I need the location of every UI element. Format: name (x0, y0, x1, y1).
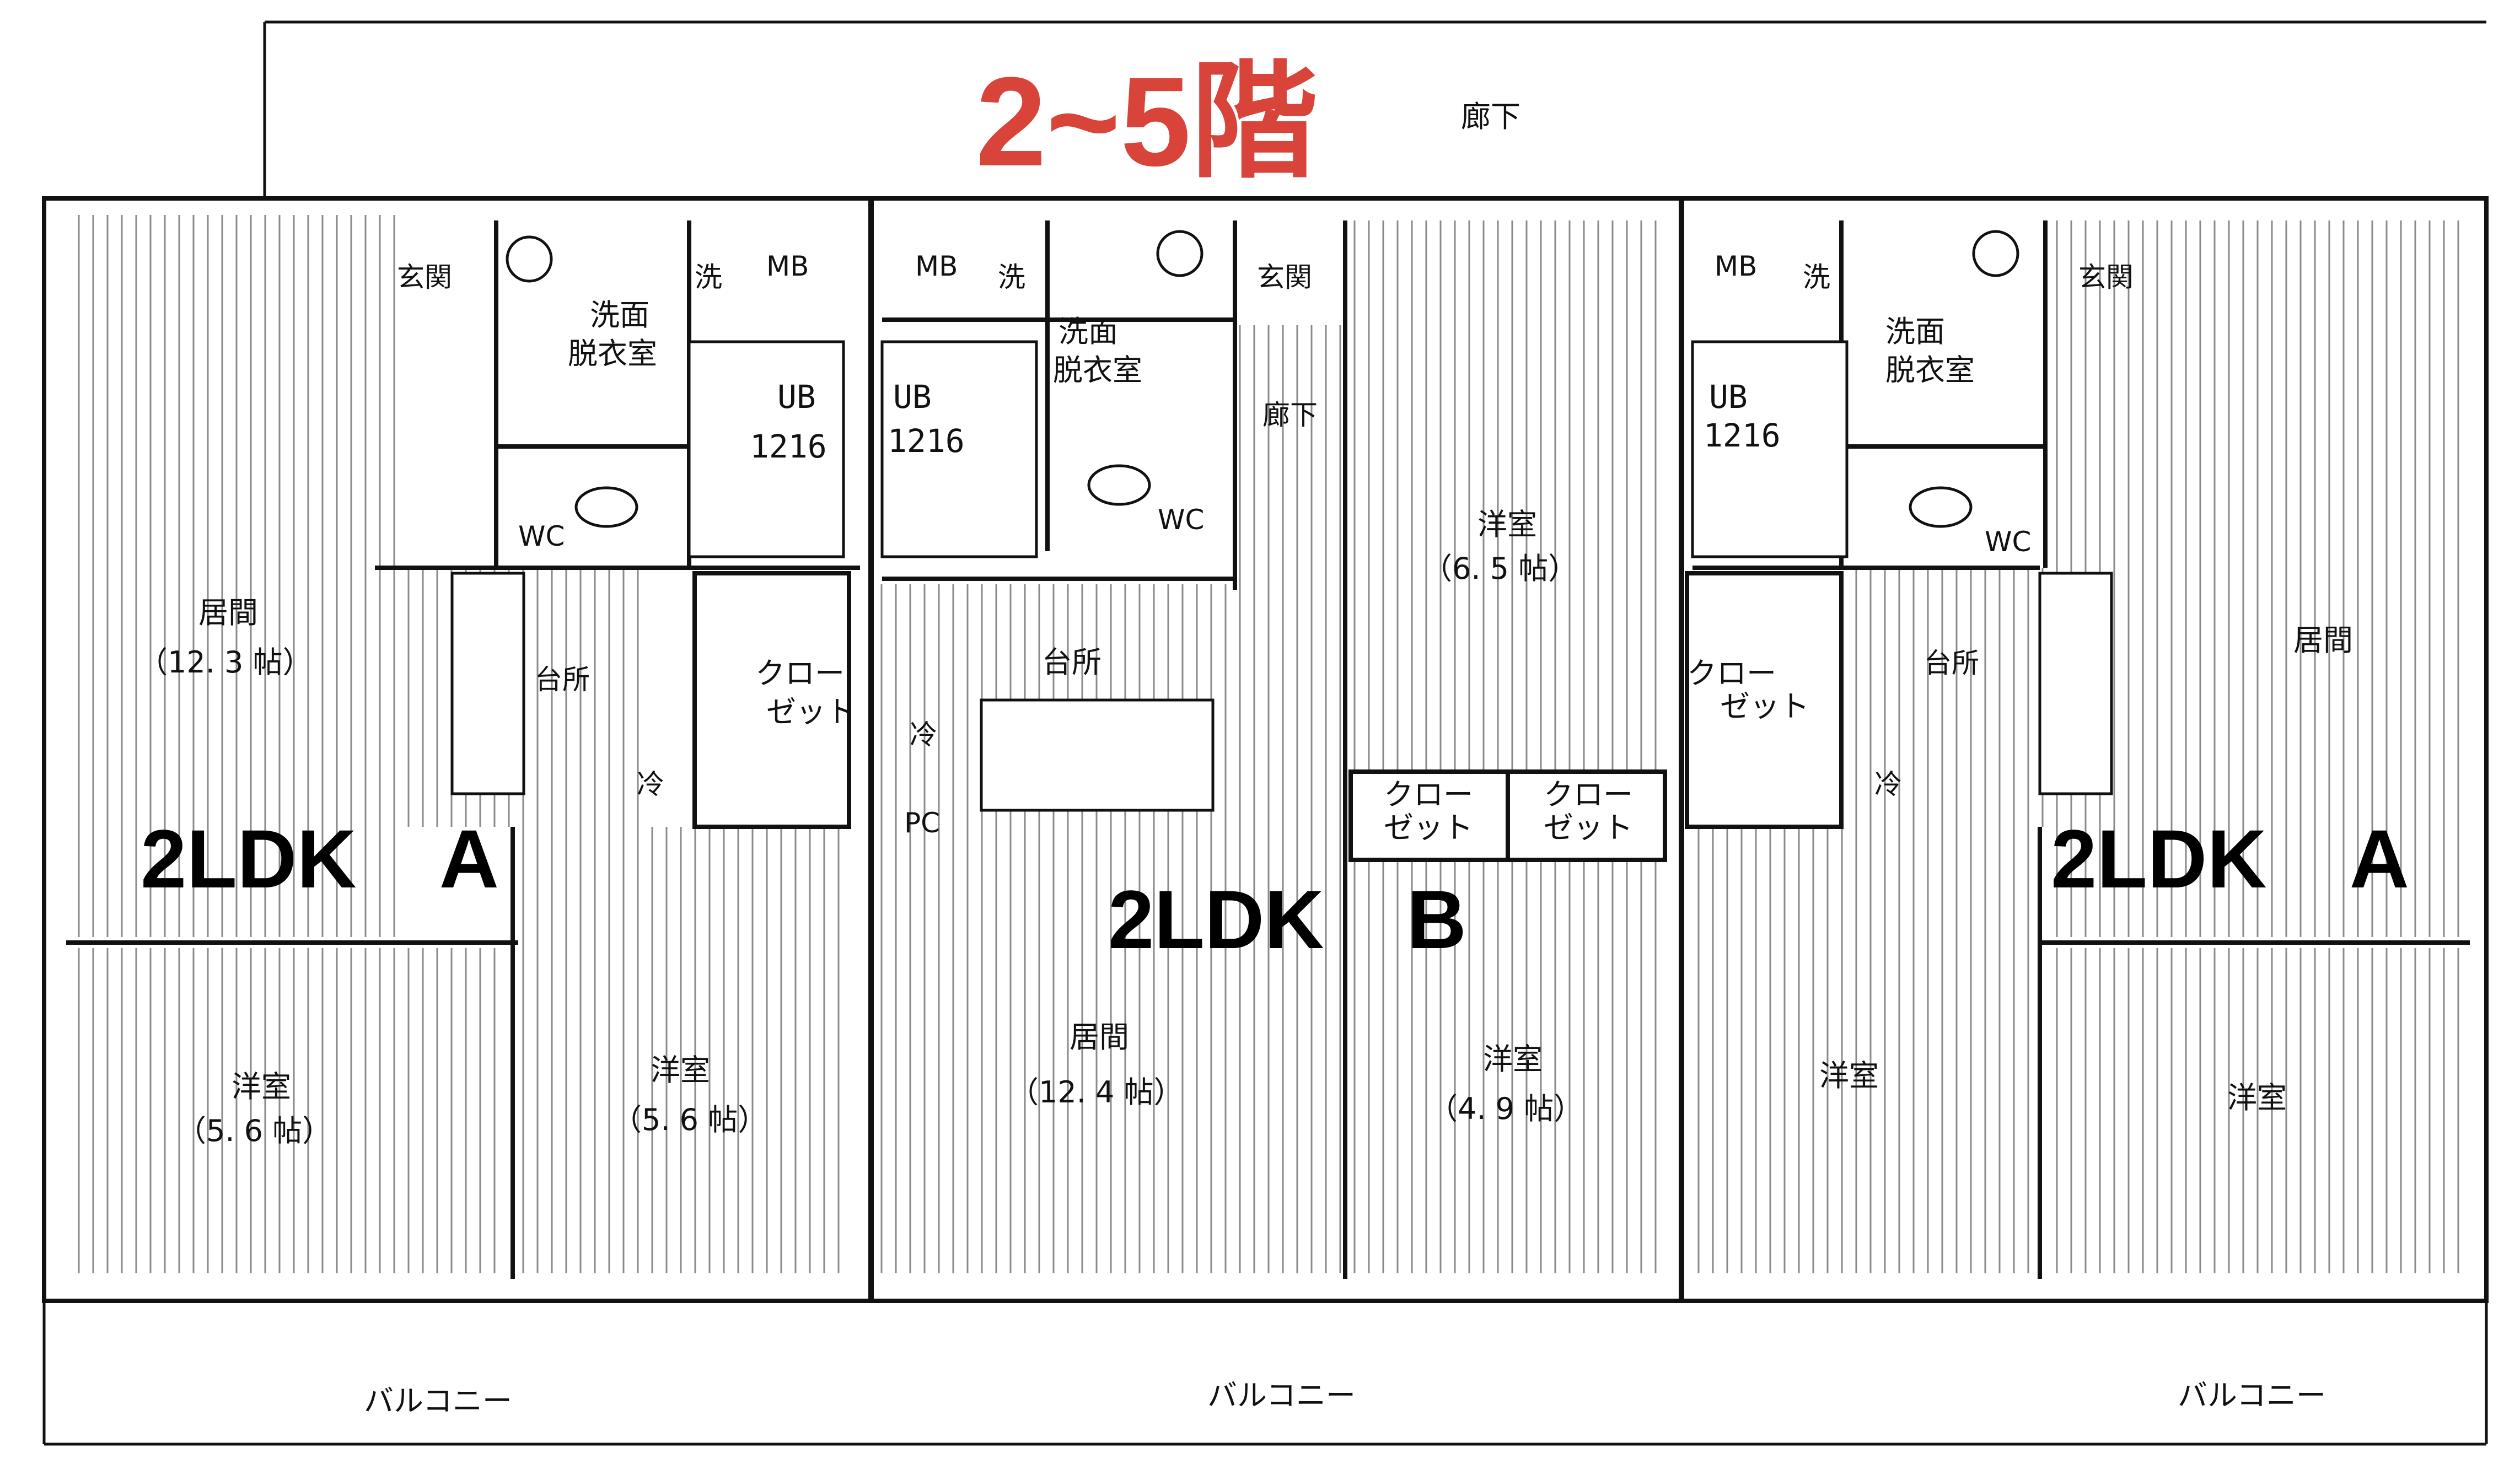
living-area-center: （12. 4 帖） (1009, 1075, 1184, 1110)
bathtub-center (880, 340, 1038, 558)
western-label-left-2: 洋室 (651, 1053, 710, 1088)
living-label-center: 居間 (1070, 1020, 1129, 1054)
wc-label-right: WC (1985, 526, 2031, 558)
western-area-left-2: （5. 6 帖） (612, 1102, 767, 1137)
washroom-label-right-1: 洗面 (1885, 314, 1945, 349)
entrance-label-left: 玄関 (397, 261, 452, 293)
washroom-label-right-2: 脱衣室 (1885, 353, 1975, 387)
western-label-center-2: 洋室 (1483, 1042, 1543, 1077)
ub-size-center: 1216 (888, 422, 965, 460)
ub-size-left: 1216 (750, 428, 827, 465)
unit-b-label: 2LDK B (1108, 873, 1466, 966)
closet-label-right-1: クロー (1687, 656, 1776, 691)
mb-label-right: MB (1715, 250, 1757, 282)
washroom-label-center-2: 脱衣室 (1053, 353, 1142, 387)
floor-title: 2~5階 (976, 51, 1318, 192)
western-label-left-1: 洋室 (232, 1069, 291, 1104)
mb-label-left: MB (766, 250, 809, 282)
balcony-label-center: バルコニー (1207, 1378, 1356, 1413)
closet-label-left-2: ゼット (766, 695, 856, 729)
wash-label-right: 洗 (1803, 261, 1830, 293)
washroom-label-left-1: 洗面 (590, 298, 649, 332)
corridor-label-center: 廊下 (1262, 399, 1318, 431)
closet-label-center-1a: クロー (1384, 777, 1473, 812)
unit-a-left-label: 2LDK A (141, 812, 499, 905)
fridge-label-left: 冷 (637, 768, 664, 800)
closet-label-center-1b: ゼット (1384, 810, 1473, 845)
wc-label-left: WC (518, 520, 565, 552)
fridge-label-center: 冷 (910, 719, 937, 751)
corridor-top-label: 廊下 (1461, 99, 1520, 134)
ub-label-right: UB (1709, 378, 1748, 416)
western-area-center-1: （6. 5 帖） (1422, 551, 1578, 586)
closet-label-center-2a: クロー (1544, 777, 1633, 812)
living-label-left: 居間 (198, 595, 258, 630)
toilet-right-icon (1909, 486, 1973, 528)
wash-label-left: 洗 (695, 261, 722, 293)
western-label-right-2: 洋室 (2227, 1080, 2287, 1115)
washroom-label-center-1: 洗面 (1058, 314, 1118, 349)
kitchen-counter-right (2038, 572, 2113, 795)
wash-label-center: 洗 (998, 261, 1025, 293)
kitchen-label-left: 台所 (535, 664, 590, 696)
western-label-right-1: 洋室 (1819, 1058, 1879, 1093)
washroom-label-left-2: 脱衣室 (568, 336, 657, 371)
western-label-center-1: 洋室 (1477, 507, 1537, 542)
kitchen-label-right: 台所 (1924, 647, 1979, 679)
bathtub-right (1691, 340, 1849, 558)
mb-label-center: MB (915, 250, 958, 282)
closet-label-center-2b: ゼット (1544, 810, 1633, 845)
living-area-left: （12. 3 帖） (138, 645, 313, 680)
toilet-center-icon (1087, 464, 1151, 506)
bathtub-left (687, 340, 845, 558)
entrance-label-right: 玄関 (2078, 261, 2134, 293)
sink-left-icon (506, 235, 553, 283)
closet-label-left-1: クロー (755, 656, 845, 691)
fridge-label-right: 冷 (1874, 768, 1902, 800)
kitchen-counter-left (450, 572, 525, 795)
kitchen-counter-center (980, 698, 1215, 812)
kitchen-label-center: 台所 (1042, 645, 1102, 680)
closet-label-right-2: ゼット (1720, 689, 1809, 724)
unit-a-right-label: 2LDK A (2051, 812, 2409, 905)
western-area-center-2: （4. 9 帖） (1428, 1091, 1583, 1126)
western-area-left-1: （5. 6 帖） (176, 1113, 332, 1148)
floor-hatching (66, 215, 2470, 1273)
sink-center-icon (1156, 230, 1203, 277)
ub-size-right: 1216 (1704, 417, 1781, 454)
entrance-label-center: 玄関 (1257, 261, 1312, 293)
pc-label: PC (904, 807, 940, 839)
fixtures (450, 230, 2113, 812)
wc-label-center: WC (1158, 504, 1204, 536)
toilet-left-icon (574, 486, 638, 528)
living-label-right: 居間 (2293, 623, 2353, 658)
balcony-label-left: バルコニー (364, 1384, 512, 1418)
ub-label-left: UB (777, 378, 816, 416)
balcony-label-right: バルコニー (2178, 1378, 2326, 1413)
ub-label-center: UB (893, 378, 932, 416)
sink-right-icon (1972, 230, 2019, 277)
